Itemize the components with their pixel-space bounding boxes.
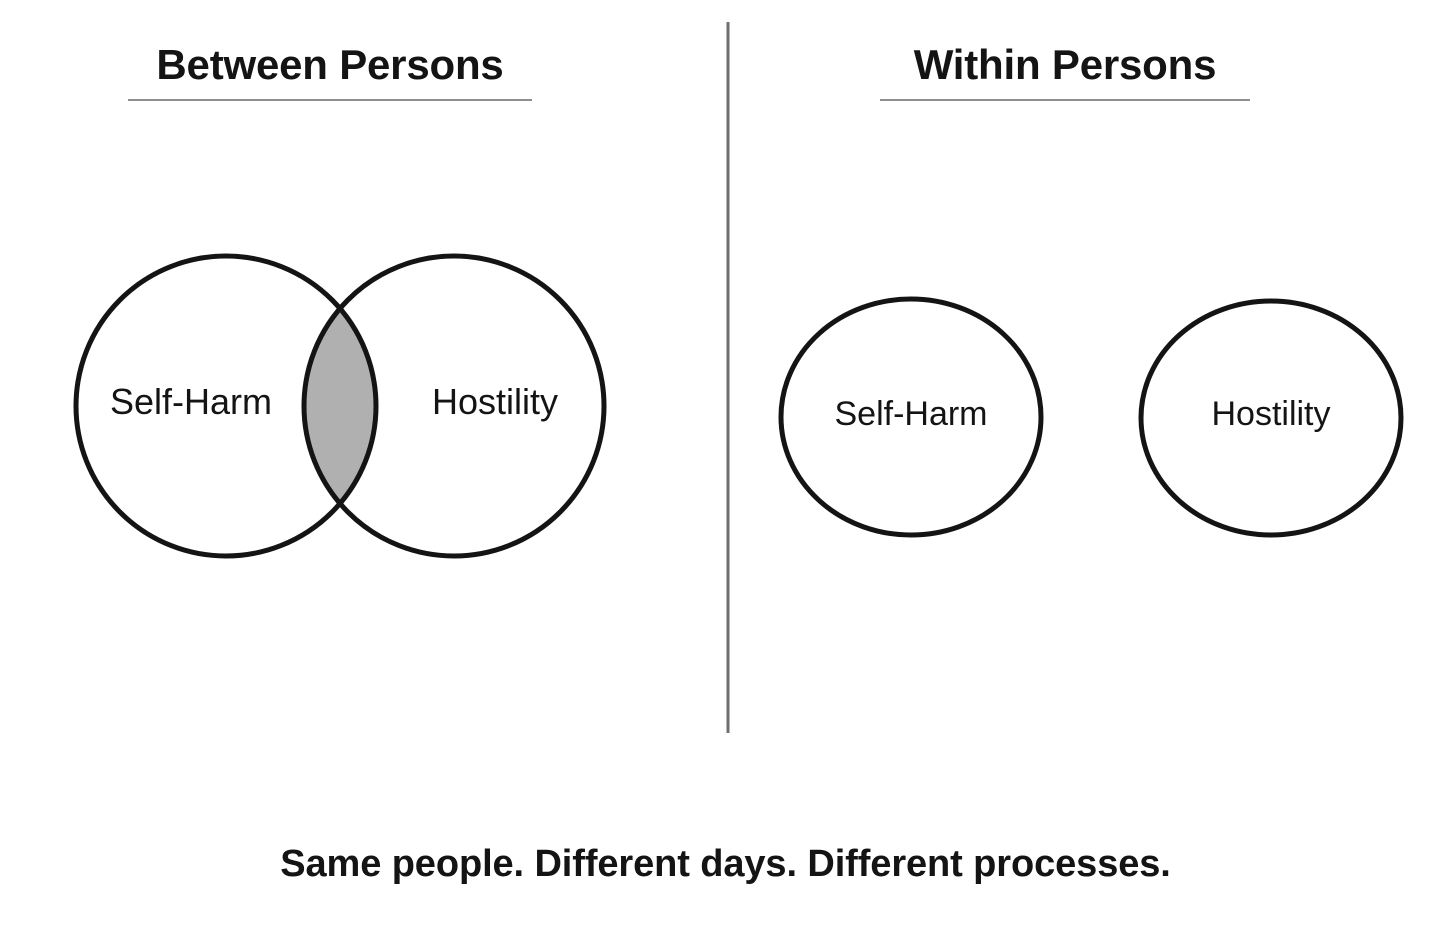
panel-title-between-persons-underline: [128, 99, 532, 101]
within-persons-circles: [778, 296, 1404, 538]
venn-label-self-harm: Self-Harm: [109, 381, 273, 422]
circle-hostility: [1138, 298, 1404, 538]
panel-title-within-persons-text: Within Persons: [913, 41, 1217, 88]
panel-title-within-persons-underline: [880, 99, 1250, 101]
panel-title-between-persons: Between Persons: [128, 44, 532, 101]
venn-circle-hostility: [301, 253, 607, 559]
circle-label-self-harm: Self-Harm: [834, 395, 988, 433]
panel-title-within-persons: Within Persons: [880, 44, 1250, 101]
venn-label-hostility: Hostility: [431, 381, 559, 422]
circle-self-harm: [778, 296, 1044, 538]
venn-circle-self-harm: [73, 253, 379, 559]
figure-caption: Same people. Different days. Different p…: [280, 843, 1171, 885]
panel-title-between-persons-text: Between Persons: [156, 41, 504, 88]
circle-label-hostility: Hostility: [1211, 395, 1331, 433]
between-persons-venn: [73, 253, 607, 559]
